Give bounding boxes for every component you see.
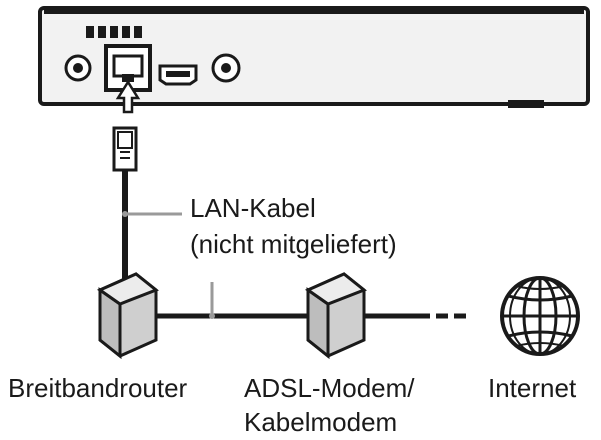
lan-cable-label: LAN-Kabel [190,193,316,223]
modem-label: ADSL-Modem/ [244,373,415,403]
player-indicator-squares [86,26,142,38]
player-top-edge [44,8,584,14]
player-foot [508,100,544,108]
modem-label-line2: Kabelmodem [244,407,398,437]
globe-icon [500,276,580,356]
modem-device [304,272,367,360]
connection-arrow [115,79,141,114]
internet-label: Internet [488,373,577,403]
router-device [96,272,159,360]
lan-cable-note: (nicht mitgeliefert) [190,229,397,259]
blu-ray-player [38,6,590,108]
cables [122,170,470,319]
hdmi-port [158,64,198,86]
coaxial-port [211,53,241,83]
router-label: Breitbandrouter [8,373,188,403]
lan-cable-plug [112,126,138,172]
power-jack [64,54,92,82]
label-leaders [125,212,214,316]
